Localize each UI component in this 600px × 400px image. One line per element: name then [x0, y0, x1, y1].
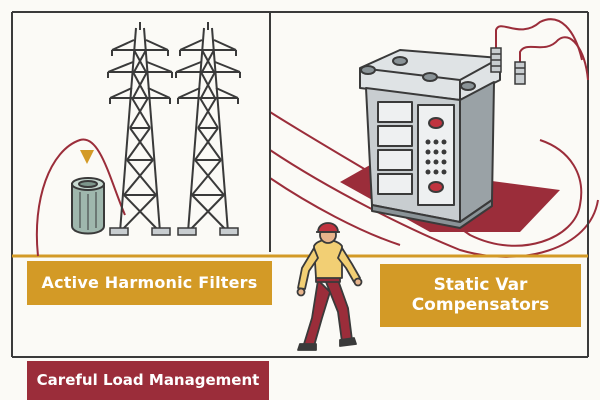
down-triangle-arrow-icon [80, 150, 94, 164]
right-panel-road [269, 111, 599, 258]
transmission-tower-icon [107, 22, 241, 233]
panel-frame [11, 11, 589, 358]
static-var-compensators-label: Static Var Compensators [380, 264, 581, 327]
static-var-compensator-cabinet-icon [359, 49, 501, 229]
active-harmonic-filters-text: Active Harmonic Filters [41, 272, 258, 292]
harmonic-filter-canister-icon [71, 177, 105, 235]
filter-cable [35, 138, 126, 257]
tower-footings [109, 227, 239, 236]
careful-load-management-text: Careful Load Management [36, 370, 260, 389]
static-var-compensators-text-line2: Compensators [411, 294, 550, 315]
engineer-walking-icon [296, 222, 363, 351]
careful-load-management-label: Careful Load Management [27, 361, 269, 400]
insulator-wires [490, 18, 589, 85]
active-harmonic-filters-label: Active Harmonic Filters [27, 261, 272, 305]
static-var-compensators-text-line1: Static Var [433, 274, 528, 295]
